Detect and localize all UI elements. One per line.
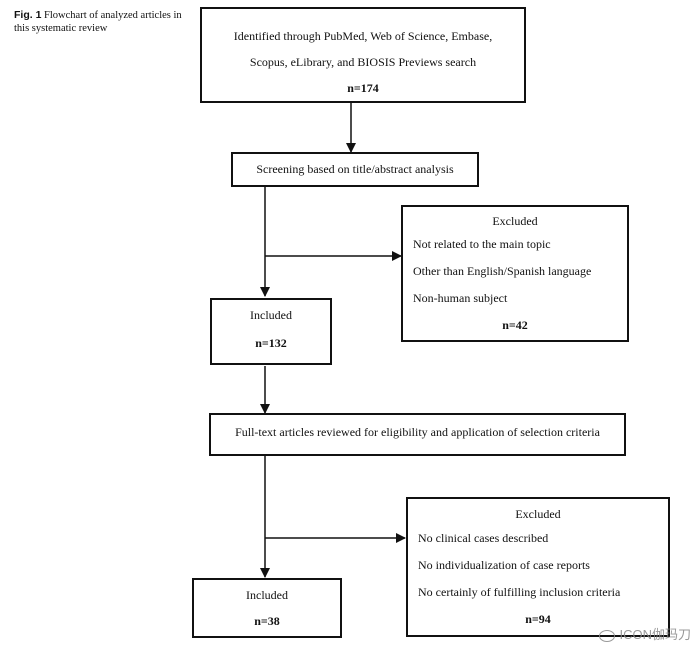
screening-box: Screening based on title/abstract analys… — [231, 152, 479, 187]
identified-box: Identified through PubMed, Web of Scienc… — [200, 7, 526, 103]
included-2-count: n=38 — [254, 614, 280, 628]
figure-caption-text: Flowchart of analyzed articles in this s… — [14, 10, 182, 34]
wechat-icon — [599, 629, 616, 642]
excluded-2-title: Excluded — [515, 507, 561, 521]
excluded-1-item: Non-human subject — [413, 291, 508, 305]
excluded-1-item: Not related to the main topic — [413, 237, 551, 251]
included-box-2: Included n=38 — [192, 578, 342, 638]
identified-count: n=174 — [347, 81, 379, 95]
excluded-2-count: n=94 — [525, 612, 551, 626]
excluded-1-title: Excluded — [492, 214, 538, 228]
excluded-2-item: No individualization of case reports — [418, 558, 590, 572]
excluded-1-item: Other than English/Spanish language — [413, 264, 592, 278]
excluded-box-1: Excluded Not related to the main topic O… — [401, 205, 629, 342]
excluded-2-item: No clinical cases described — [418, 531, 549, 545]
fulltext-box: Full-text articles reviewed for eligibil… — [209, 413, 626, 456]
figure-label: Fig. 1 — [14, 9, 42, 21]
fulltext-label: Full-text articles reviewed for eligibil… — [235, 425, 600, 439]
included-box-1: Included n=132 — [210, 298, 332, 365]
included-2-title: Included — [246, 588, 288, 602]
excluded-2-item: No certainly of fulfilling inclusion cri… — [418, 585, 621, 599]
screening-label: Screening based on title/abstract analys… — [256, 162, 454, 176]
watermark: ICON伽玛刀 — [599, 624, 691, 643]
included-1-count: n=132 — [255, 336, 287, 350]
excluded-box-2: Excluded No clinical cases described No … — [406, 497, 670, 637]
included-1-title: Included — [250, 308, 292, 322]
identified-line-1: Identified through PubMed, Web of Scienc… — [233, 29, 493, 43]
watermark-text: ICON伽玛刀 — [619, 627, 691, 642]
identified-line-2: Scopus, eLibrary, and BIOSIS Previews se… — [249, 55, 477, 69]
excluded-1-count: n=42 — [502, 318, 528, 332]
figure-caption: Fig. 1 Flowchart of analyzed articles in… — [14, 9, 199, 35]
